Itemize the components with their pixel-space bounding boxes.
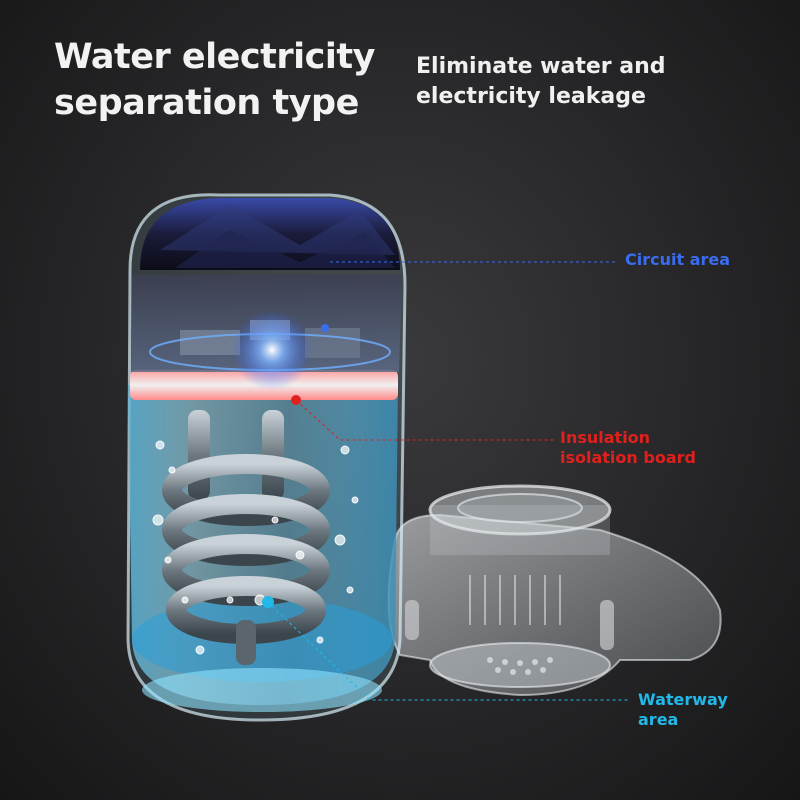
faucet-adapter (387, 484, 722, 697)
waterway-leader-line (267, 601, 630, 701)
subheadline-line-2: electricity leakage (416, 84, 646, 109)
headline-line-2: separation type (54, 83, 359, 123)
heating-coil (162, 410, 330, 665)
subheadline-line-1: Eliminate water and (416, 54, 666, 79)
callout-insulation: Insulation isolation board (560, 428, 760, 468)
callout-insulation-line-2: isolation board (560, 448, 696, 467)
headline-line-1: Water electricity (54, 37, 375, 77)
callout-waterway: Waterway area (638, 690, 778, 730)
callout-waterway-line-1: Waterway (638, 690, 728, 709)
headline: Water electricity separation type (54, 34, 394, 126)
heater-cylinder (126, 193, 407, 722)
callout-waterway-line-2: area (638, 710, 679, 729)
subheadline: Eliminate water and electricity leakage (416, 52, 756, 112)
circuit-marker (321, 324, 329, 332)
callout-insulation-line-1: Insulation (560, 428, 651, 447)
callout-circuit-area: Circuit area (625, 250, 731, 269)
insulation-leader-line (295, 399, 555, 441)
